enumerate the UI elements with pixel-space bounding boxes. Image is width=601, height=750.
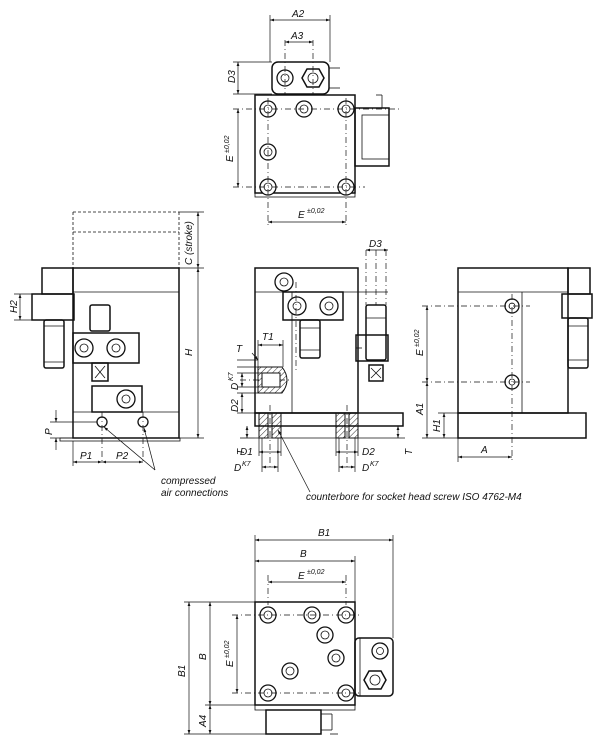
- note-air-connections: air connections: [161, 488, 228, 499]
- bottom-view: [184, 535, 394, 735]
- label-a: A: [480, 445, 488, 456]
- left-front-view-labels: C (stroke) H H2 P P1 P2 compressed air c…: [9, 221, 228, 499]
- label-p: P: [44, 428, 55, 435]
- section-view-labels: D3 T1 T D K7 D2 T D1 D K7 D2 D K7 T coun…: [228, 239, 522, 503]
- label-t-right: T: [404, 448, 415, 455]
- left-front-view: [14, 211, 204, 471]
- note-counterbore: counterbore for socket head screw ISO 47…: [306, 492, 522, 503]
- label-e-right: E: [415, 349, 426, 356]
- label-t1: T1: [262, 332, 274, 343]
- label-k7-left: K7: [242, 461, 252, 468]
- label-e-tol-top-vertical: ±0,02: [224, 135, 231, 153]
- label-e-tol-bottom-vertical: ±0,02: [224, 640, 231, 658]
- label-d2-right: D2: [362, 447, 375, 458]
- bottom-view-labels: B1 B E ±0,02 E ±0,02 B A4 B1: [177, 528, 330, 728]
- label-d2-vertical: D2: [230, 399, 241, 412]
- label-d3-section: D3: [369, 239, 382, 250]
- label-c-stroke: C (stroke): [184, 221, 195, 265]
- label-d-k7-right: D: [362, 463, 369, 474]
- label-a3: A3: [290, 31, 304, 42]
- label-p2: P2: [116, 451, 129, 462]
- label-e-top-horizontal: E: [298, 210, 305, 221]
- label-b1-horizontal: B1: [318, 528, 330, 539]
- label-e-bottom-vertical: E: [225, 660, 236, 667]
- label-k7-right: K7: [370, 461, 380, 468]
- label-e-bottom-horizontal: E: [298, 571, 305, 582]
- right-side-view: [422, 267, 593, 462]
- section-view: [237, 248, 405, 493]
- label-d1: D1: [240, 447, 253, 458]
- top-view-labels: A2 A3 D3 E ±0,02 E ±0,02: [224, 9, 325, 221]
- right-side-view-labels: E ±0,02 A1 H1 A: [414, 329, 488, 456]
- label-p1: P1: [80, 451, 92, 462]
- label-e-tol-top-horizontal: ±0,02: [307, 208, 325, 215]
- label-b-horizontal: B: [300, 549, 307, 560]
- label-a4: A4: [198, 714, 209, 728]
- label-t-left: T: [236, 448, 247, 455]
- note-compressed: compressed: [161, 476, 216, 487]
- label-t-upper: T: [236, 344, 243, 355]
- label-e-tol-right: ±0,02: [414, 329, 421, 347]
- top-view: [233, 15, 400, 228]
- label-h1: H1: [432, 419, 443, 432]
- label-b-vertical: B: [198, 653, 209, 660]
- label-b1-vertical: B1: [177, 665, 188, 677]
- label-h2: H2: [9, 300, 20, 313]
- label-a1: A1: [415, 403, 426, 416]
- label-h: H: [184, 348, 195, 356]
- label-d-k7-vertical: D: [230, 383, 241, 390]
- label-a2: A2: [291, 9, 305, 20]
- label-d-k7-left: D: [234, 463, 241, 474]
- label-e-top-vertical: E: [225, 155, 236, 162]
- label-e-tol-bottom-horizontal: ±0,02: [307, 569, 325, 576]
- label-d3-top: D3: [227, 70, 238, 83]
- label-k7-vertical: K7: [228, 371, 235, 381]
